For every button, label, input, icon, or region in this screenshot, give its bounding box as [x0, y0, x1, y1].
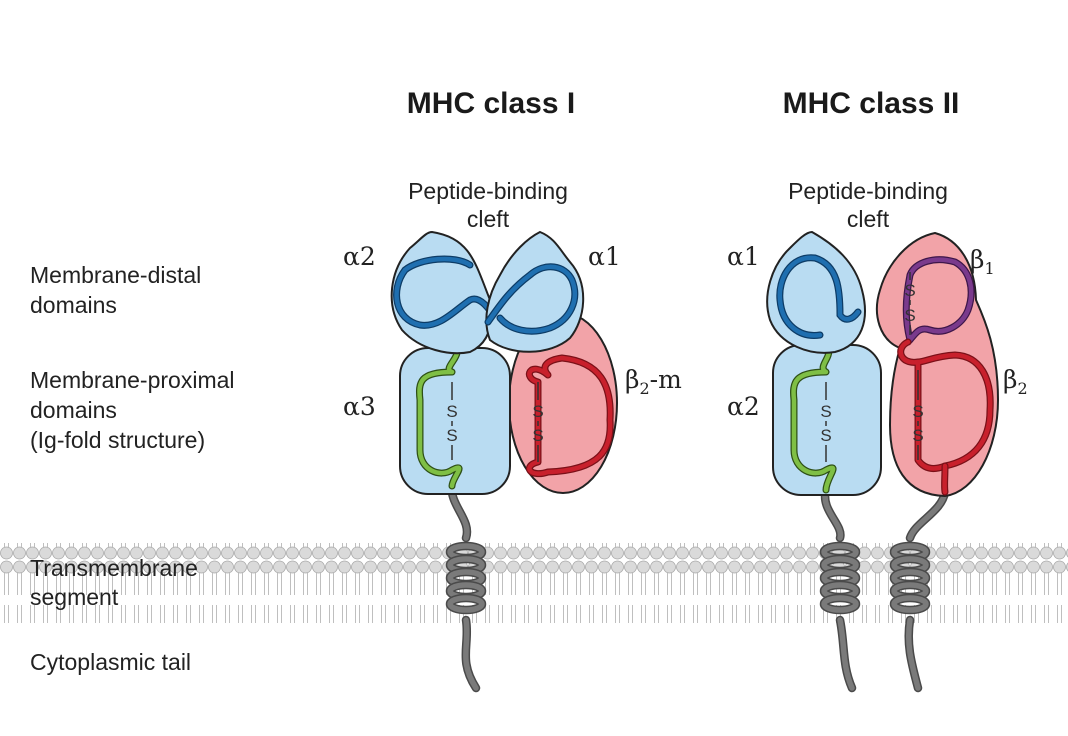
class1-alpha3-sulfur-1: S: [446, 402, 457, 421]
class1-alpha2-domain: [390, 230, 499, 355]
mhc-class-2-molecule: Peptide-binding cleft: [727, 178, 1028, 693]
label-membrane-proximal-line2: domains: [30, 397, 117, 423]
class2-alpha2-sulfur-1: S: [820, 402, 831, 421]
class1-beta2m-sulfur-2: S: [532, 426, 543, 445]
class1-alpha1-domain: [484, 230, 585, 353]
class2-beta1-disulfide-bond: S S: [904, 272, 916, 335]
class2-alpha2-sulfur-2: S: [820, 426, 831, 445]
class2-beta2-label: β2: [1003, 365, 1028, 398]
label-membrane-proximal-line1: Membrane-proximal: [30, 367, 235, 393]
class1-alpha3-domain: [399, 341, 511, 495]
class2-alpha2-disulfide-bond: S S: [820, 382, 832, 462]
class1-beta2-microglobulin-domain: [508, 312, 618, 494]
class2-beta1-sulfur-1: S: [904, 281, 915, 300]
class2-beta1-label: β1: [970, 245, 995, 278]
class1-alpha2-label: α2: [343, 242, 376, 271]
class1-beta2m-disulfide-bond: S S: [532, 382, 544, 462]
class2-beta-chain-tail: [904, 487, 950, 693]
class2-beta2-sulfur-2: S: [912, 426, 923, 445]
cell-membrane: [0, 543, 1068, 623]
mhc-class-1-molecule: Peptide-binding cleft: [343, 178, 682, 693]
class2-beta2-disulfide-bond: S S: [912, 370, 924, 460]
class1-cleft-label-line1: Peptide-binding: [408, 178, 568, 204]
class2-cleft-label-line2: cleft: [847, 206, 890, 232]
label-transmembrane-line1: Transmembrane: [30, 555, 198, 581]
label-membrane-distal-line1: Membrane-distal: [30, 262, 201, 288]
title-mhc-class-2: MHC class II: [783, 87, 960, 120]
class1-alpha3-label: α3: [343, 392, 376, 421]
class2-alpha2-label: α2: [727, 392, 760, 421]
class2-alpha1-domain: [766, 230, 866, 354]
class1-beta2m-sulfur-1: S: [532, 402, 543, 421]
class1-alpha3-disulfide-bond: S S: [446, 382, 458, 460]
class2-beta1-domain: [902, 256, 975, 346]
class1-cleft-label-line2: cleft: [467, 206, 510, 232]
title-mhc-class-1: MHC class I: [407, 87, 575, 120]
label-cytoplasmic-tail: Cytoplasmic tail: [30, 649, 191, 675]
class2-cleft-label-line1: Peptide-binding: [788, 178, 948, 204]
class2-alpha1-label: α1: [727, 242, 760, 271]
class2-beta1-sulfur-2: S: [904, 306, 915, 325]
label-membrane-proximal-line3: (Ig-fold structure): [30, 427, 205, 453]
class2-beta2-domain: [897, 338, 994, 496]
class1-beta2m-label: β2-m: [625, 365, 682, 398]
class2-beta2-sulfur-1: S: [912, 402, 923, 421]
class1-alpha1-label: α1: [588, 242, 621, 271]
class1-alpha3-sulfur-2: S: [446, 426, 457, 445]
label-membrane-distal-line2: domains: [30, 292, 117, 318]
label-transmembrane-line2: segment: [30, 584, 119, 610]
